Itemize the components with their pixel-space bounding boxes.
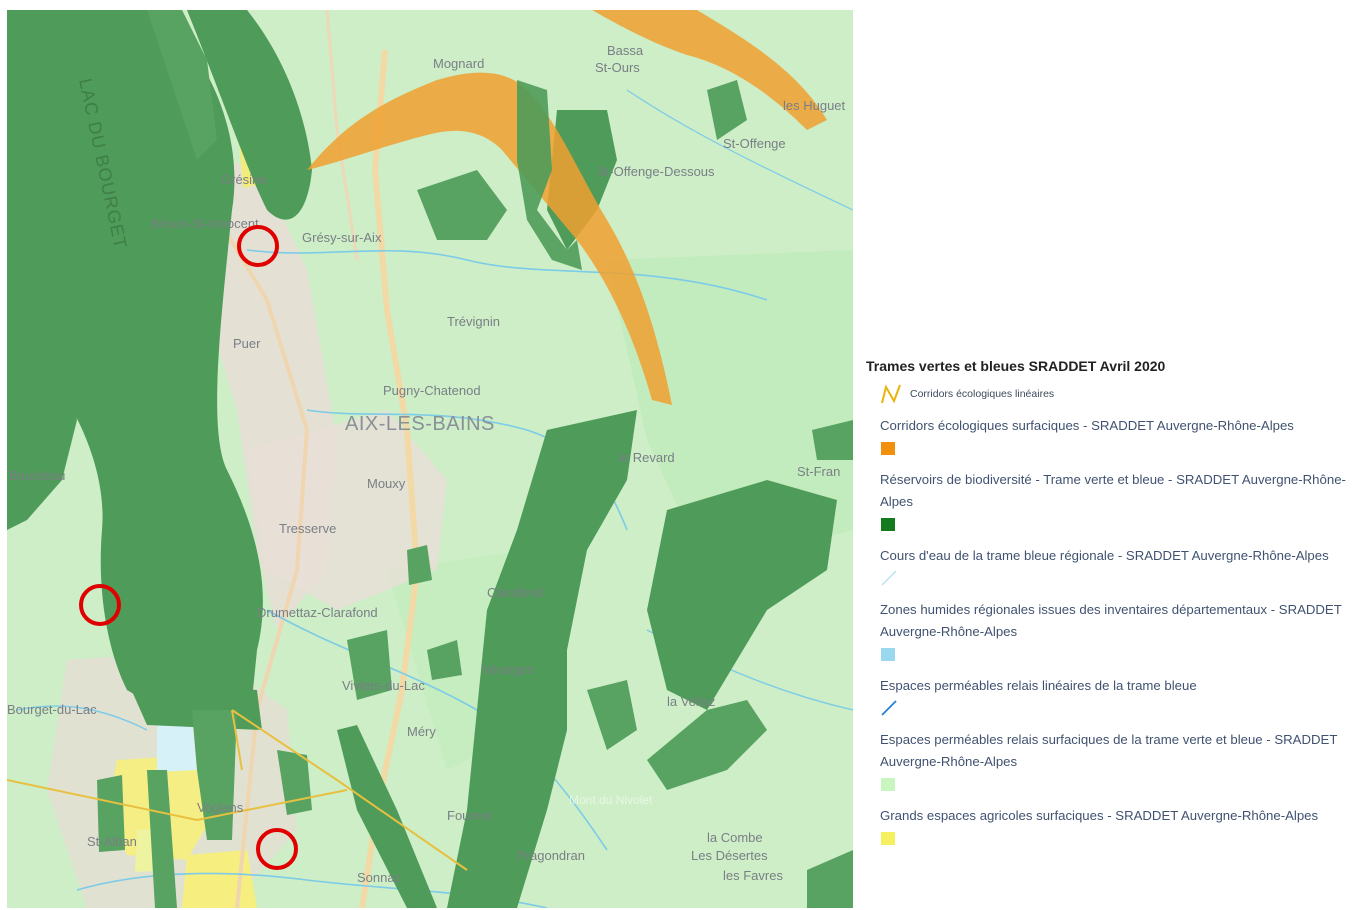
legend-label: Cours d'eau de la trame bleue régionale … [880, 548, 1329, 563]
corridor-line-icon [881, 384, 901, 404]
legend-title: Trames vertes et bleues SRADDET Avril 20… [866, 358, 1166, 374]
legend-label: Espaces perméables relais surfaciques de… [880, 732, 1338, 769]
river [266, 609, 608, 851]
label-brison: Brison-St-Innocent [151, 216, 259, 231]
label-stours: St-Ours [595, 60, 640, 75]
label-huguet: les Huguet [783, 98, 846, 113]
reservoir [647, 700, 767, 790]
label-bassa: Bassa [607, 43, 644, 58]
label-stoffenge-dessous: St-Offenge-Dessous [597, 164, 715, 179]
label-trevignin: Trévignin [447, 314, 500, 329]
label-tresserve: Tresserve [279, 521, 336, 536]
label-drumettaz: Drumettaz-Clarafond [257, 605, 378, 620]
legend-item-cours-eau: Cours d'eau de la trame bleue régionale … [880, 545, 1354, 587]
label-gresine: Grésine [221, 172, 267, 187]
label-gresy: Grésy-sur-Aix [302, 230, 382, 245]
reservoir [407, 545, 432, 585]
agri-area [182, 850, 257, 908]
legend-label: Réservoirs de biodiversité - Trame verte… [880, 472, 1346, 509]
reservoir [427, 640, 462, 680]
legend-item-corridor-surfacique: Corridors écologiques surfaciques - SRAD… [880, 415, 1354, 455]
label-clarafond: Clarafond [487, 585, 543, 600]
label-desertes: Les Désertes [691, 848, 768, 863]
blue-line-icon [881, 700, 897, 716]
map-view[interactable]: LAC DU BOURGET AIX-LES-BAINS Brison-St-I… [7, 10, 853, 908]
legend-item-relais-lineaires: Espaces perméables relais linéaires de l… [880, 675, 1354, 717]
reservoir [337, 725, 437, 908]
corridor-line [7, 779, 348, 822]
label-stalban: St-Alban [87, 834, 137, 849]
legend-item-agricoles: Grands espaces agricoles surfaciques - S… [880, 805, 1354, 845]
reservoir-lake [7, 10, 263, 710]
legend-label: Grands espaces agricoles surfaciques - S… [880, 808, 1319, 823]
corridor-surfacique [307, 72, 672, 405]
light-blue-line-icon [881, 570, 897, 586]
reservoir [147, 770, 177, 908]
reservoir [187, 10, 312, 220]
label-city: AIX-LES-BAINS [345, 413, 495, 435]
reservoir [807, 850, 853, 908]
marker-circle[interactable] [79, 584, 121, 626]
river [16, 705, 148, 731]
legend-item-zones-humides: Zones humides régionales issues des inve… [880, 599, 1354, 661]
legend-label: Corridors écologiques linéaires [910, 388, 1055, 400]
reservoir [707, 80, 747, 140]
label-sonnaz: Sonnaz [357, 870, 401, 885]
river [626, 89, 853, 211]
legend-item-corridor-lineaire: Corridors écologiques linéaires [880, 383, 1354, 405]
label-stoffenge: St-Offenge [723, 136, 786, 151]
legend-item-reservoir: Réservoirs de biodiversité - Trame verte… [880, 469, 1354, 531]
reservoir [587, 680, 637, 750]
map-canvas: LAC DU BOURGET AIX-LES-BAINS Brison-St-I… [7, 10, 853, 908]
reservoir [447, 410, 637, 908]
corridor-line [231, 709, 243, 771]
label-voglans: Voglans [197, 800, 244, 815]
river [246, 249, 768, 301]
marker-circle[interactable] [237, 225, 279, 267]
road [205, 198, 310, 908]
corridor-line [231, 709, 468, 871]
label-bourdeau: Bourdeau [9, 468, 65, 483]
reservoir [647, 480, 837, 710]
orange-swatch-icon [881, 442, 895, 455]
label-nivolet: Mont du Nivolet [569, 793, 653, 807]
reservoir [417, 170, 507, 240]
marker-circle[interactable] [256, 828, 298, 870]
legend-label: Espaces perméables relais linéaires de l… [880, 678, 1197, 693]
reservoir [812, 420, 853, 460]
label-favres: les Favres [723, 868, 783, 883]
road [325, 10, 359, 261]
reservoir [347, 630, 392, 700]
green-swatch-icon [881, 518, 895, 531]
wetland [157, 722, 197, 772]
reservoir [147, 10, 217, 160]
label-puer: Puer [233, 336, 261, 351]
light-blue-swatch-icon [881, 648, 895, 661]
label-bourget: Bourget-du-Lac [7, 702, 97, 717]
label-combe: la Combe [707, 830, 763, 845]
reservoir [97, 775, 125, 852]
legend-item-relais-surfaciques: Espaces perméables relais surfaciques de… [880, 729, 1354, 791]
label-viviers: Viviers-du-Lac [342, 678, 425, 693]
legend-label: Corridors écologiques surfaciques - SRAD… [880, 418, 1294, 433]
label-mery: Méry [407, 724, 436, 739]
reservoir [192, 710, 237, 840]
label-stfran: St-Fran [797, 464, 840, 479]
map-legend: Trames vertes et bleues SRADDET Avril 20… [866, 358, 1354, 845]
label-mouxy: Mouxy [367, 476, 406, 491]
legend-label: Zones humides régionales issues des inve… [880, 602, 1342, 639]
yellow-swatch-icon [881, 832, 895, 845]
reservoir [7, 250, 77, 530]
label-fournet: Fournet [447, 808, 492, 823]
corridor-surfacique [592, 10, 827, 130]
label-verges: Vérarges [481, 662, 534, 677]
label-pragondran: Pragondran [517, 848, 585, 863]
label-revard: le Revard [619, 450, 675, 465]
label-mognard: Mognard [433, 56, 484, 71]
label-vellaz: la Vellaz [667, 694, 715, 709]
pale-green-swatch-icon [881, 778, 895, 791]
reservoir [517, 80, 582, 270]
label-pugny: Pugny-Chatenod [383, 383, 481, 398]
